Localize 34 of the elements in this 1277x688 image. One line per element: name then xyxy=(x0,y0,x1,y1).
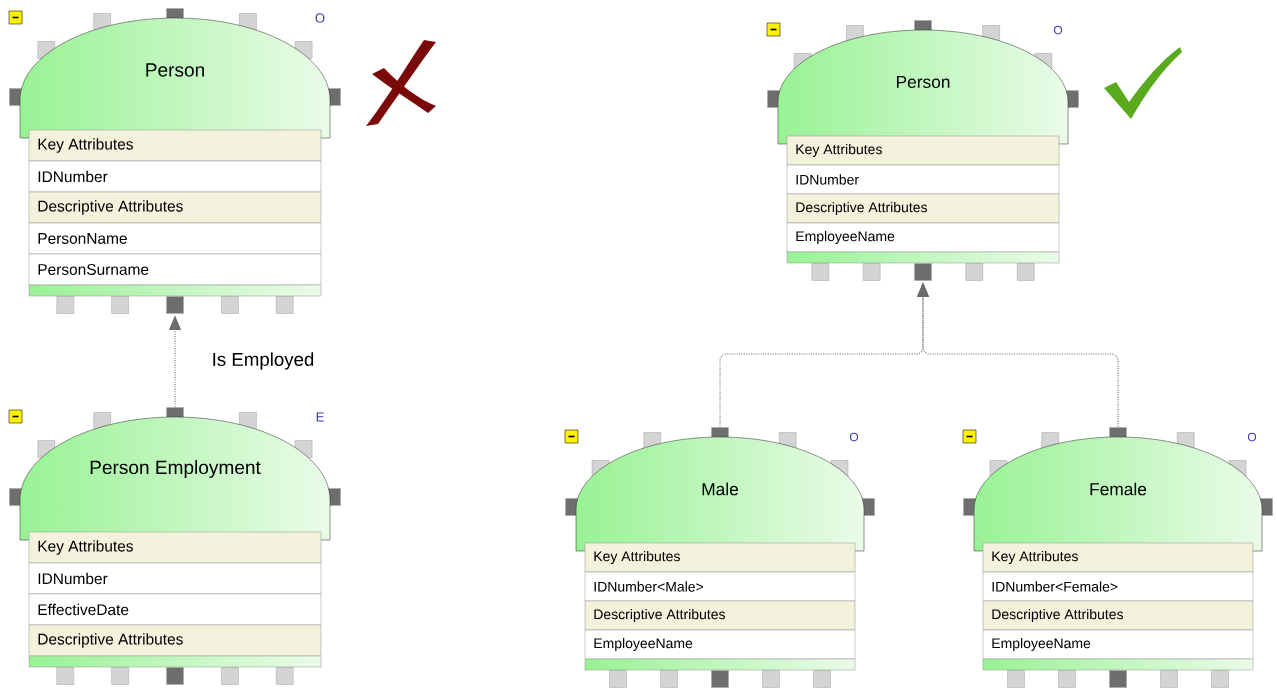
attribute-row: IDNumber<Female> xyxy=(982,571,1254,602)
check-mark xyxy=(1104,47,1182,119)
section-header: Key Attributes xyxy=(786,135,1060,166)
type-letter: O xyxy=(1053,25,1063,35)
edge-label: Is Employed xyxy=(213,352,314,370)
attribute-row: IDNumber xyxy=(28,160,322,193)
attribute-row: IDNumber<Male> xyxy=(584,571,856,602)
attribute-row: IDNumber xyxy=(28,562,322,595)
section-header: Key Attributes xyxy=(584,542,856,573)
attribute-row: EmployeeName xyxy=(584,629,856,660)
entity-name: Person Employment xyxy=(90,460,261,478)
section-header: Descriptive Attributes xyxy=(28,191,322,224)
entity-name: Person xyxy=(896,75,950,89)
entity-name: Male xyxy=(702,482,738,496)
cross-mark xyxy=(366,40,436,126)
attribute-row: PersonName xyxy=(28,222,322,255)
type-letter: E xyxy=(316,412,324,422)
section-header: Descriptive Attributes xyxy=(28,624,322,657)
type-letter: O xyxy=(1247,432,1257,442)
type-letter: O xyxy=(315,13,325,23)
attribute-row: EmployeeName xyxy=(786,222,1060,253)
section-header: Key Attributes xyxy=(28,129,322,162)
section-header: Key Attributes xyxy=(982,542,1254,573)
attribute-row: IDNumber xyxy=(786,164,1060,195)
attribute-row: EffectiveDate xyxy=(28,593,322,626)
attribute-row: EmployeeName xyxy=(982,629,1254,660)
section-header: Descriptive Attributes xyxy=(982,600,1254,631)
section-header: Descriptive Attributes xyxy=(584,600,856,631)
attribute-row: PersonSurname xyxy=(28,253,322,286)
section-header: Key Attributes xyxy=(28,531,322,564)
type-letter: O xyxy=(849,432,859,442)
entity-name: Female xyxy=(1090,482,1147,496)
entity-name: Person xyxy=(146,63,204,77)
section-header: Descriptive Attributes xyxy=(786,193,1060,224)
